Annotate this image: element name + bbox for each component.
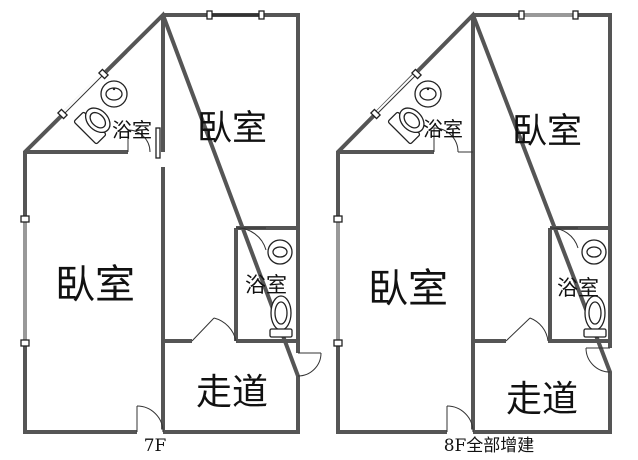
sink-upper-8f <box>414 80 442 108</box>
toilet-right-7f <box>269 295 293 338</box>
room-label-corridor-8f: 走道 <box>506 379 578 420</box>
room-label-left-bedroom-7f: 臥室 <box>55 262 135 308</box>
toilet-upper-8f <box>387 107 425 145</box>
sink-right-8f <box>581 239 607 265</box>
window-diagonal-7f <box>56 68 110 120</box>
window-top-8f <box>518 10 579 20</box>
window-left-8f <box>333 215 343 347</box>
door-bathroom-right-7f <box>235 227 267 251</box>
room-label-upper-bathroom-7f: 浴室 <box>112 118 152 142</box>
door-bedroom-8f <box>505 317 549 342</box>
door-entrance-8f <box>446 405 474 435</box>
room-label-right-bathroom-8f: 浴室 <box>557 276 599 300</box>
door-bedroom-7f <box>191 317 237 342</box>
room-label-corridor-7f: 走道 <box>196 372 268 413</box>
room-label-upper-bedroom-7f: 臥室 <box>197 109 267 149</box>
sink-right-7f <box>267 239 293 265</box>
door-bathroom-upper-8f <box>433 127 473 153</box>
door-bathroom-right-8f <box>549 227 579 249</box>
floor-caption-7f: 7F <box>144 436 167 456</box>
room-label-right-bathroom-7f: 浴室 <box>245 273 287 297</box>
floor-plan-7f: 臥室 臥室 浴室 浴室 走道 7F <box>20 10 322 456</box>
toilet-upper-7f <box>73 107 111 145</box>
window-left-7f <box>20 215 30 347</box>
room-label-upper-bedroom-8f: 臥室 <box>512 112 582 152</box>
interior-wall-7f <box>25 15 298 432</box>
floor-plan-8f: 臥室 臥室 浴室 浴室 走道 8F全部增建 <box>333 10 612 456</box>
door-exterior-8f <box>585 347 611 373</box>
floor-caption-8f: 8F全部增建 <box>444 436 535 456</box>
interior-wall-8f <box>338 15 610 432</box>
window-top-7f <box>206 10 265 20</box>
sink-upper-7f <box>100 80 128 108</box>
door-bathroom-upper-7f <box>127 127 161 159</box>
door-exterior-7f <box>297 352 322 377</box>
toilet-right-8f <box>583 295 607 338</box>
room-label-left-bedroom-8f: 臥室 <box>368 266 448 312</box>
room-label-upper-bathroom-8f: 浴室 <box>423 117 463 141</box>
window-diagonal-8f <box>369 68 423 120</box>
door-entrance-7f <box>136 405 164 435</box>
